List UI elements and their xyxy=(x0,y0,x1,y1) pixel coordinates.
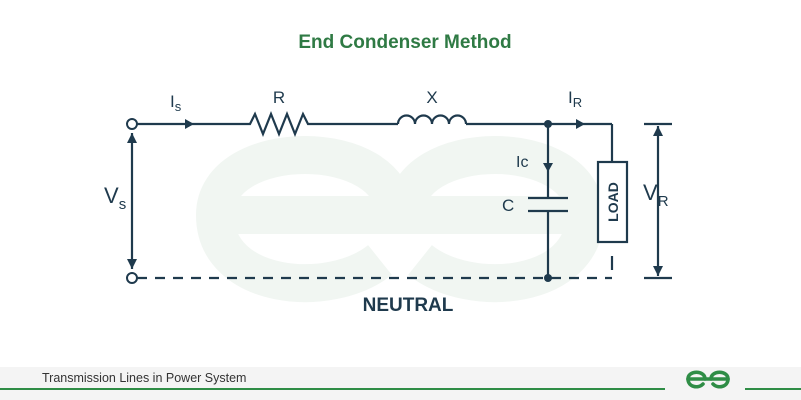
watermark-logo xyxy=(195,136,605,303)
is-label: Is xyxy=(170,92,182,114)
vs-label: Vs xyxy=(104,183,126,213)
sending-terminal-top xyxy=(126,118,138,130)
sending-terminal-bottom xyxy=(126,272,138,284)
load-label: LOAD xyxy=(605,182,621,222)
footer-caption: Transmission Lines in Power System xyxy=(42,371,247,385)
bottom-junction xyxy=(544,274,552,282)
vs-arrow-down xyxy=(127,259,137,269)
vr-arrow-up xyxy=(653,126,663,136)
resistor-symbol xyxy=(245,111,312,137)
inductor-symbol xyxy=(396,114,468,125)
gfg-logo-icon[interactable] xyxy=(676,364,740,394)
is-current-arrow xyxy=(185,119,194,129)
vr-arrow-down xyxy=(653,266,663,276)
ir-label: IR xyxy=(568,88,582,110)
capacitor-label: C xyxy=(502,196,514,215)
vr-label: VR xyxy=(643,180,669,210)
ic-current-arrow xyxy=(543,163,553,172)
ic-label: Ic xyxy=(516,154,528,171)
ir-current-arrow xyxy=(576,119,585,129)
neutral-label: NEUTRAL xyxy=(363,295,454,316)
footer-divider xyxy=(0,388,665,390)
vs-arrow-up xyxy=(127,133,137,143)
reactance-label: X xyxy=(426,88,437,107)
load-box xyxy=(596,160,629,244)
diagram-title: End Condenser Method xyxy=(298,32,511,53)
footer-divider-right xyxy=(745,388,801,390)
resistor-label: R xyxy=(273,88,285,107)
footer-bar xyxy=(0,367,801,400)
